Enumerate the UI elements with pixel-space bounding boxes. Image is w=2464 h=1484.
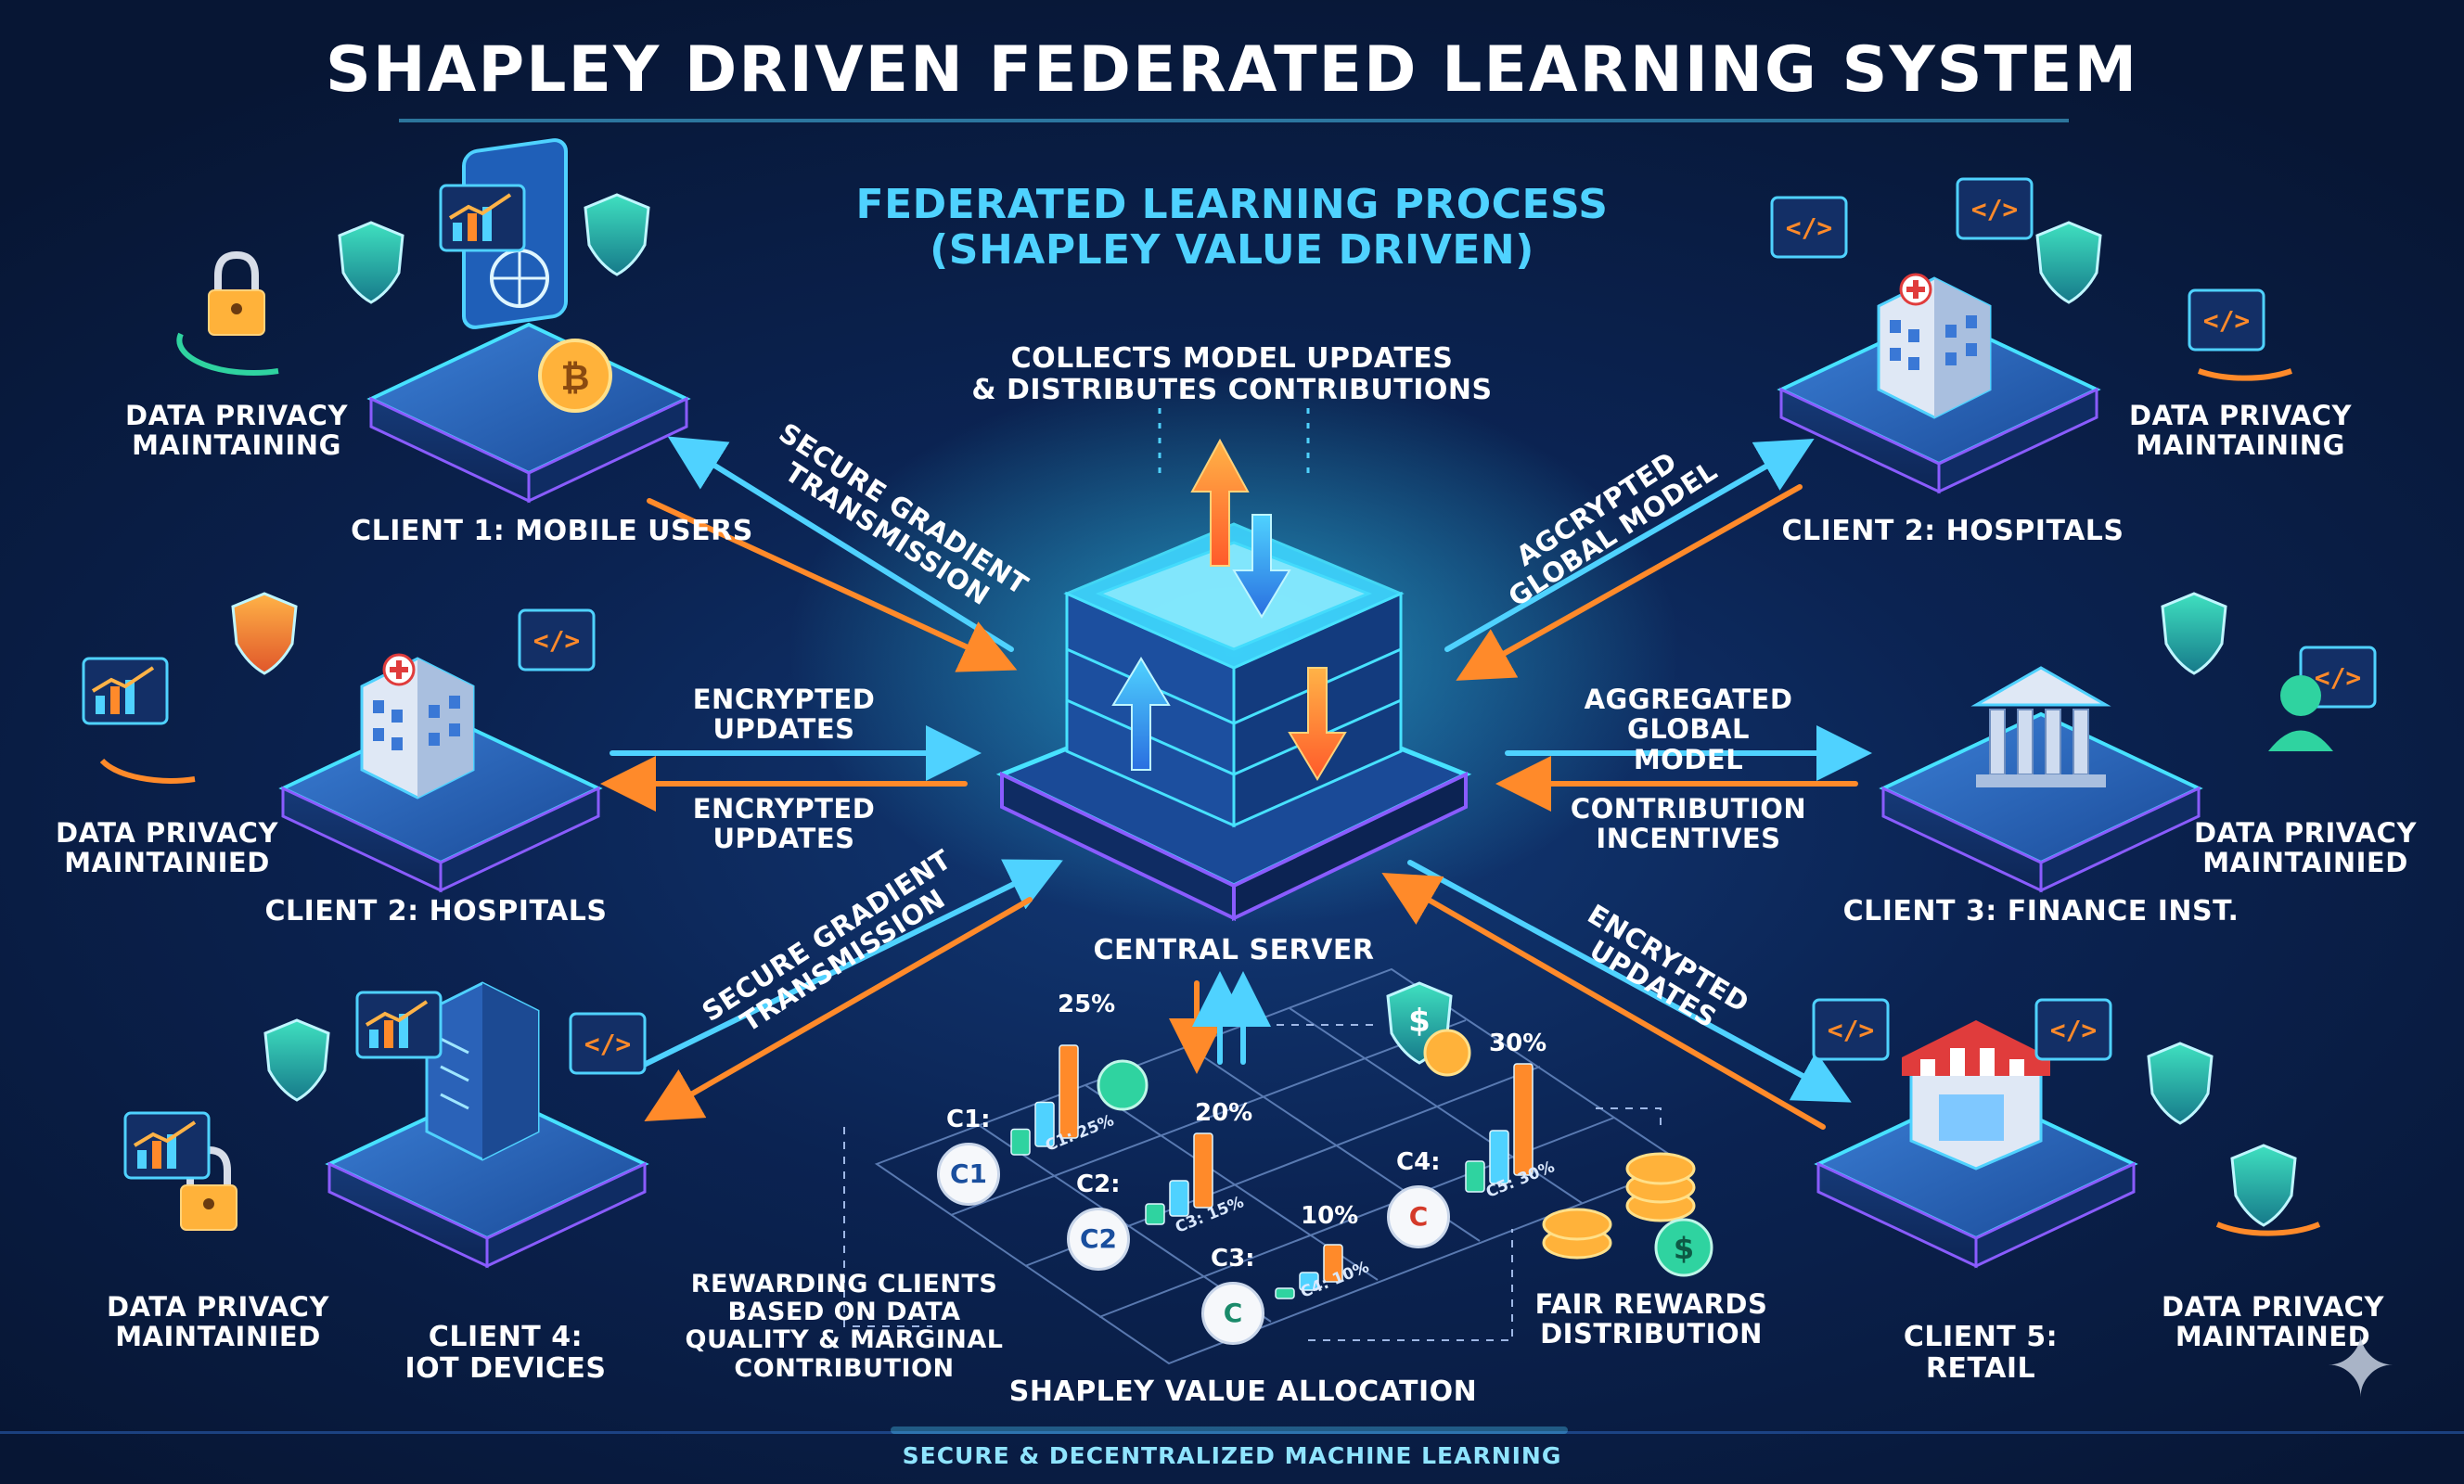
svg-text:$: $ bbox=[1674, 1231, 1694, 1266]
dollar-shield-icon: $ bbox=[1386, 981, 1471, 1077]
flow-encrypted-left-1: ENCRYPTED UPDATES bbox=[692, 684, 876, 746]
rewarding-note: REWARDING CLIENTS BASED ON DATA QUALITY … bbox=[685, 1270, 1004, 1383]
c4-name: C4: bbox=[1396, 1148, 1441, 1176]
c1-percent: 25% bbox=[1058, 991, 1116, 1018]
c4-percent: 30% bbox=[1489, 1030, 1547, 1057]
svg-text:$: $ bbox=[1408, 1003, 1431, 1040]
c4-bar-2 bbox=[1489, 1130, 1509, 1184]
privacy-finance: DATA PRIVACY MAINTAINIED bbox=[2194, 817, 2417, 879]
sparkle-icon: ✦ bbox=[2325, 1317, 2397, 1416]
c1-bar-3 bbox=[1059, 1044, 1079, 1139]
shapley-bars bbox=[1010, 1044, 1534, 1299]
central-server-icon bbox=[995, 408, 1472, 922]
c4-bar-1 bbox=[1465, 1160, 1485, 1193]
client-retail-label: CLIENT 5: RETAIL bbox=[1903, 1321, 2059, 1385]
c3-bar-3 bbox=[1323, 1244, 1343, 1283]
c3-bar-2 bbox=[1299, 1272, 1319, 1291]
fair-rewards-label: FAIR REWARDS DISTRIBUTION bbox=[1534, 1288, 1768, 1350]
c2-bar-2 bbox=[1169, 1180, 1189, 1217]
c4-badge-icon: C bbox=[1387, 1185, 1450, 1248]
c3-percent: 10% bbox=[1301, 1202, 1359, 1230]
c1-badge-icon: C1 bbox=[937, 1143, 1000, 1206]
client-hospitals-top-platform bbox=[1770, 177, 2292, 493]
c3-name: C3: bbox=[1211, 1245, 1255, 1273]
client-mobile-label: CLIENT 1: MOBILE USERS bbox=[351, 515, 753, 547]
coins-icon: $ bbox=[1097, 1059, 1713, 1277]
process-title: FEDERATED LEARNING PROCESS (SHAPLEY VALU… bbox=[855, 181, 1609, 275]
client-iot-platform bbox=[123, 981, 647, 1268]
central-server-label: CENTRAL SERVER bbox=[1093, 934, 1375, 966]
privacy-hospitals-left: DATA PRIVACY MAINTAINIED bbox=[56, 817, 278, 879]
main-title: SHAPLEY DRIVEN FEDERATED LEARNING SYSTEM bbox=[325, 33, 2139, 107]
c3-bar-1 bbox=[1275, 1287, 1295, 1299]
client-finance-label: CLIENT 3: FINANCE INST. bbox=[1842, 895, 2239, 928]
flow-aggregated: AGGREGATED GLOBAL MODEL bbox=[1584, 684, 1793, 775]
c2-percent: 20% bbox=[1195, 1099, 1253, 1127]
client-hospitals-left-platform bbox=[82, 592, 600, 892]
client-iot-label: CLIENT 4: IOT DEVICES bbox=[404, 1321, 607, 1385]
privacy-retail: DATA PRIVACY MAINTAINED bbox=[2162, 1291, 2384, 1353]
client-retail-platform bbox=[1812, 998, 2321, 1268]
client-hospitals-left-label: CLIENT 2: HOSPITALS bbox=[264, 895, 608, 928]
privacy-hospitals-top: DATA PRIVACY MAINTAINING bbox=[2129, 400, 2352, 462]
privacy-iot: DATA PRIVACY MAINTAINIED bbox=[107, 1291, 329, 1353]
c3-badge-icon: C bbox=[1201, 1282, 1264, 1345]
c2-bar-1 bbox=[1145, 1203, 1165, 1225]
flow-encrypted-left-2: ENCRYPTED UPDATES bbox=[692, 793, 876, 855]
c1-bar-1 bbox=[1010, 1128, 1031, 1156]
flow-incentives: CONTRIBUTION INCENTIVES bbox=[1570, 793, 1807, 855]
c2-badge-icon: C2 bbox=[1067, 1208, 1130, 1271]
privacy-mobile: DATA PRIVACY MAINTAINING bbox=[125, 400, 348, 462]
client-hospitals-top-label: CLIENT 2: HOSPITALS bbox=[1781, 515, 2124, 547]
c1-name: C1: bbox=[946, 1106, 991, 1133]
server-caption: COLLECTS MODEL UPDATES & DISTRIBUTES CON… bbox=[971, 342, 1493, 406]
client-finance-platform bbox=[1881, 592, 2377, 892]
footer-text: SECURE & DECENTRALIZED MACHINE LEARNING bbox=[902, 1442, 1562, 1469]
svg-text:₿: ₿ bbox=[561, 357, 590, 398]
c2-bar-3 bbox=[1193, 1132, 1213, 1209]
c2-name: C2: bbox=[1076, 1171, 1121, 1198]
c1-bar-2 bbox=[1034, 1101, 1055, 1147]
client-mobile-platform: ₿ bbox=[176, 138, 688, 503]
shapley-allocation-title: SHAPLEY VALUE ALLOCATION bbox=[1008, 1375, 1478, 1408]
c4-bar-3 bbox=[1513, 1063, 1534, 1176]
